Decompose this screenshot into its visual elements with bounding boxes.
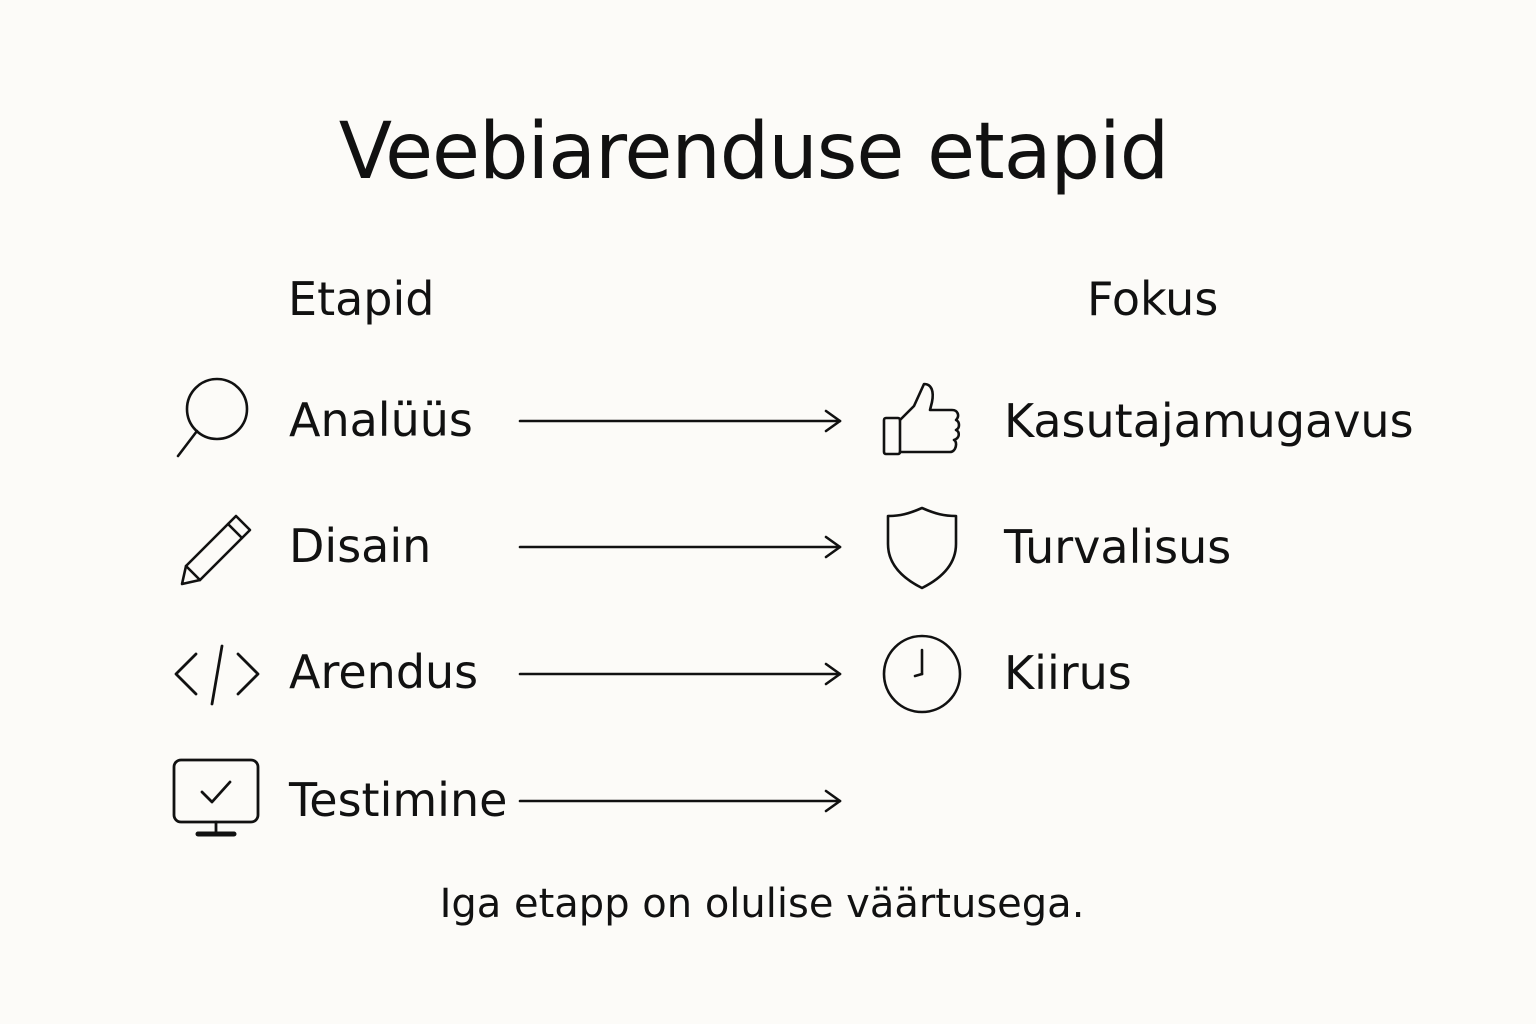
footer-caption: Iga etapp on olulise väärtusega. (439, 881, 1085, 927)
shield-icon (878, 504, 966, 592)
focus-label-kasutajamugavus: Kasutajamugavus (1004, 394, 1414, 448)
arrow-arendus-to-kiirus (518, 662, 846, 686)
code-icon (168, 626, 264, 722)
stage-label-testimine: Testimine (289, 773, 508, 827)
stage-label-disain: Disain (289, 519, 432, 573)
stage-label-arendus: Arendus (289, 645, 479, 699)
arrow-disain-to-turvalisus (518, 535, 846, 559)
focus-label-turvalisus: Turvalisus (1004, 520, 1232, 574)
focus-label-kiirus: Kiirus (1004, 646, 1132, 700)
pencil-icon (170, 506, 266, 602)
arrow-testimine (518, 789, 846, 813)
magnifier-icon (170, 372, 266, 468)
arrow-analyys-to-kasutajamugavus (518, 409, 846, 433)
focus-column-header: Fokus (1087, 272, 1219, 326)
clock-icon (878, 630, 966, 718)
stages-column-header: Etapid (288, 272, 435, 326)
monitor-check-icon (168, 754, 264, 850)
stage-label-analyys: Analüüs (289, 393, 473, 447)
diagram-title: Veebiarenduse etapid (338, 107, 1169, 197)
thumbs-up-icon (878, 376, 966, 464)
